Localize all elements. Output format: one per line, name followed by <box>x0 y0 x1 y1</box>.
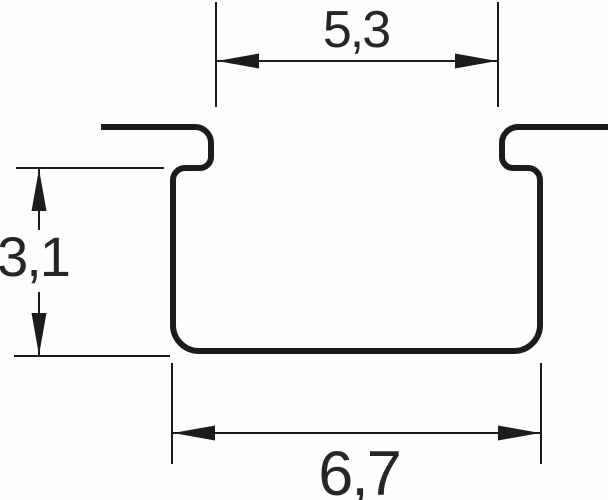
dimension-label-groove-depth: 3,1 <box>0 225 69 288</box>
profile-outline <box>101 124 608 354</box>
arrowhead-left <box>217 53 259 69</box>
dimension-label-slot-opening: 5,3 <box>323 1 389 59</box>
arrowhead-right <box>498 425 540 441</box>
dimension-groove-depth: 3,1 <box>0 167 170 357</box>
arrowhead-up <box>31 169 47 211</box>
arrowhead-down <box>31 313 47 355</box>
channel-profile-path <box>101 124 608 354</box>
dimension-slot-opening: 5,3 <box>215 1 499 107</box>
dimension-groove-width: 6,7 <box>171 363 542 500</box>
dimension-label-groove-width: 6,7 <box>318 439 400 500</box>
arrowhead-left <box>173 425 215 441</box>
arrowhead-right <box>455 53 497 69</box>
